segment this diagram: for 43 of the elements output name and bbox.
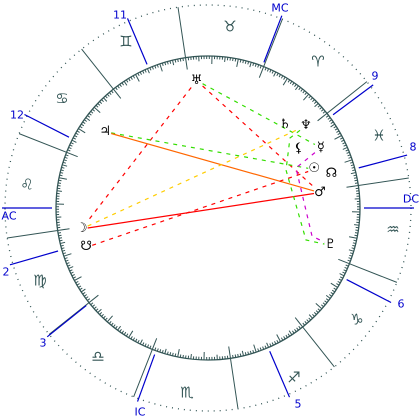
zodiac-sign-glyph: ♍ (33, 274, 47, 288)
house-number: 8 (410, 142, 416, 152)
planet-glyph: ☉ (308, 162, 320, 176)
zodiac-sign-glyph: ♊ (119, 34, 133, 50)
planet-glyph: ♇ (324, 238, 336, 252)
house-number: 5 (294, 398, 302, 410)
aspect-line (285, 130, 325, 245)
planet-glyph: ☊ (325, 167, 338, 181)
zodiac-sign-glyph: ♈ (311, 54, 325, 70)
planet-glyph: ☋ (80, 240, 92, 254)
planet-glyph: ♄ (279, 118, 292, 132)
aspect-line (88, 192, 314, 229)
aspect-line (111, 132, 308, 169)
house-number: 6 (398, 298, 404, 310)
planet-glyph: ♅ (190, 74, 203, 88)
aspect-line (111, 132, 314, 192)
zodiac-sign-glyph: ♎ (91, 350, 105, 364)
planet-glyph: ☽ (76, 222, 88, 236)
planet-glyph: ♂ (314, 186, 326, 200)
house-number: MC (271, 2, 289, 14)
zodiac-sign-glyph: ♋ (55, 92, 69, 106)
house-number: IC (134, 406, 146, 418)
house-number: AC (2, 210, 16, 222)
house-number: 2 (2, 266, 10, 278)
house-number: 12 (10, 110, 24, 120)
aspect-line (202, 83, 316, 146)
planet-glyph: ☿ (314, 140, 327, 155)
zodiac-sign-glyph: ♌ (20, 178, 34, 192)
zodiac-sign-glyph: ♉ (223, 20, 237, 34)
planet-glyph: ⚸ (292, 142, 305, 156)
zodiac-sign-glyph: ♐ (287, 370, 301, 386)
aspect-line (92, 170, 308, 246)
house-number: DC (402, 194, 420, 204)
aspect-line (202, 86, 314, 188)
house-number: 9 (372, 70, 378, 82)
planet-glyph: ♆ (300, 118, 312, 133)
zodiac-sign-glyph: ♑ (350, 312, 364, 328)
house-number: 11 (113, 10, 127, 20)
planet-glyph: ♃ (99, 124, 112, 139)
zodiac-sign-glyph: ♏ (180, 386, 194, 400)
house-number: 3 (40, 338, 46, 348)
zodiac-sign-glyph: ♓ (372, 128, 386, 144)
zodiac-sign-glyph: ♒ (386, 222, 400, 238)
